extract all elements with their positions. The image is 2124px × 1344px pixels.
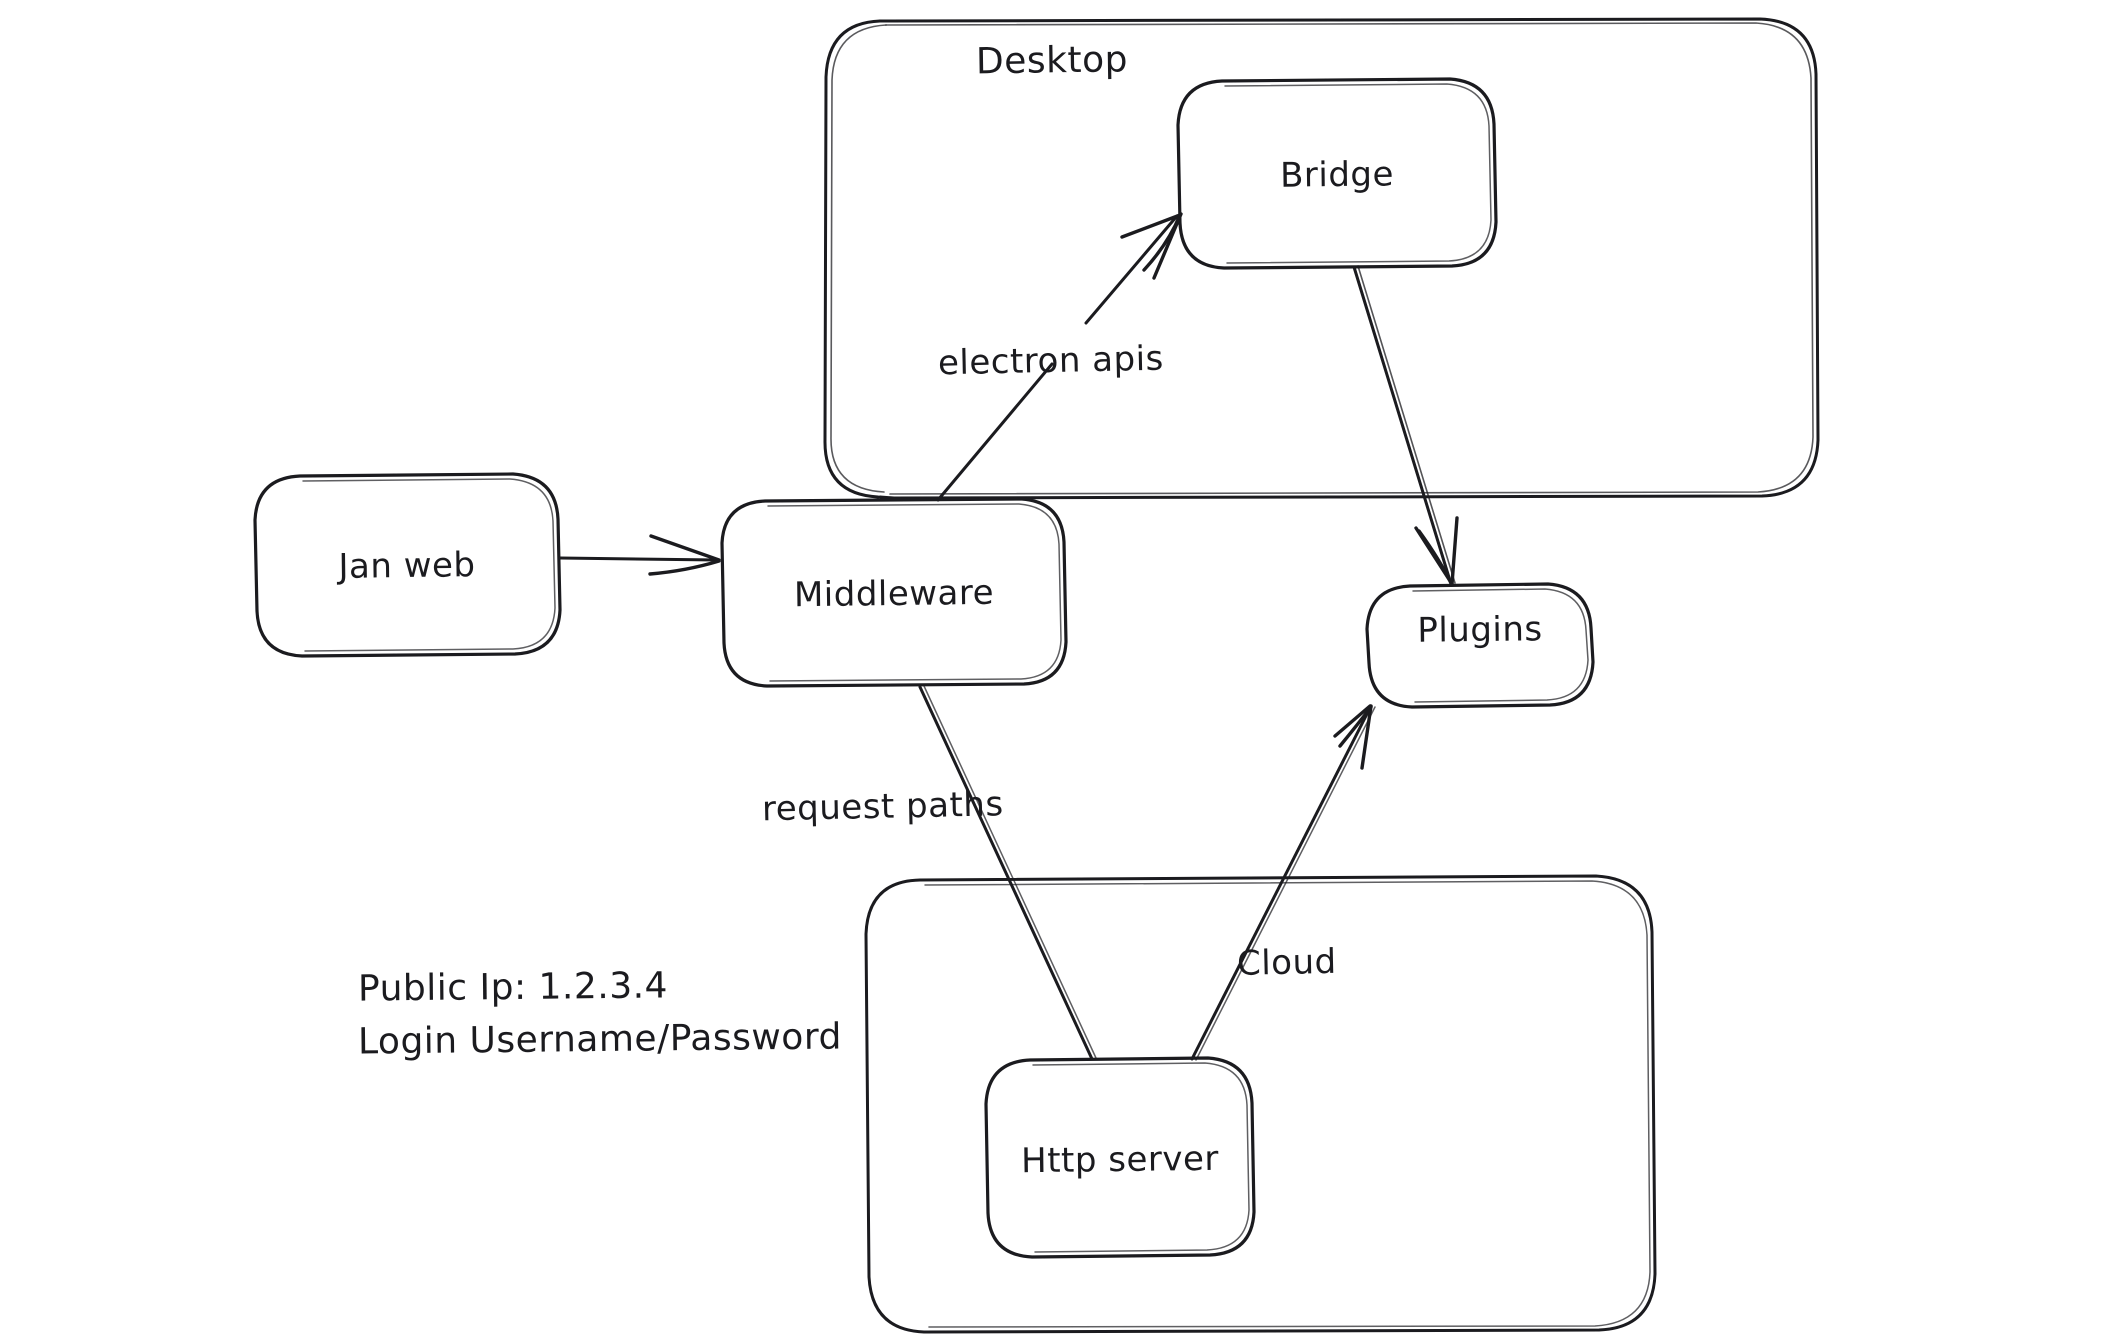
edge-label-cloud: Cloud [1236, 941, 1338, 984]
edge-middleware-to-bridge [936, 212, 1183, 502]
node-bridge-outline [1176, 77, 1498, 270]
group-desktop-outline [823, 17, 1820, 500]
group-cloud-outline [864, 874, 1657, 1334]
edge-http-server-to-plugins [1190, 704, 1376, 1061]
edge-label-request-paths: request paths [761, 784, 1004, 830]
node-label-jan-web: Jan web [338, 545, 476, 587]
node-label-http-server: Http server [1020, 1138, 1220, 1182]
node-label-middleware: Middleware [793, 572, 995, 616]
edge-jan-web-to-middleware [558, 534, 721, 576]
node-jan-web-outline [253, 472, 562, 658]
group-label-desktop: Desktop [975, 39, 1129, 83]
edge-bridge-to-plugins [1352, 265, 1459, 587]
note-public-ip: Public Ip: 1.2.3.4 [357, 965, 669, 1010]
edge-middleware-to-http-server [918, 685, 1097, 1061]
node-middleware-outline [720, 497, 1068, 688]
node-label-bridge: Bridge [1279, 154, 1395, 196]
node-label-plugins: Plugins [1417, 609, 1543, 651]
node-plugins-outline [1365, 582, 1595, 709]
note-login-credentials: Login Username/Password [357, 1016, 843, 1063]
node-http-server-outline [984, 1056, 1256, 1259]
edge-label-electron-apis: electron apis [937, 338, 1165, 384]
